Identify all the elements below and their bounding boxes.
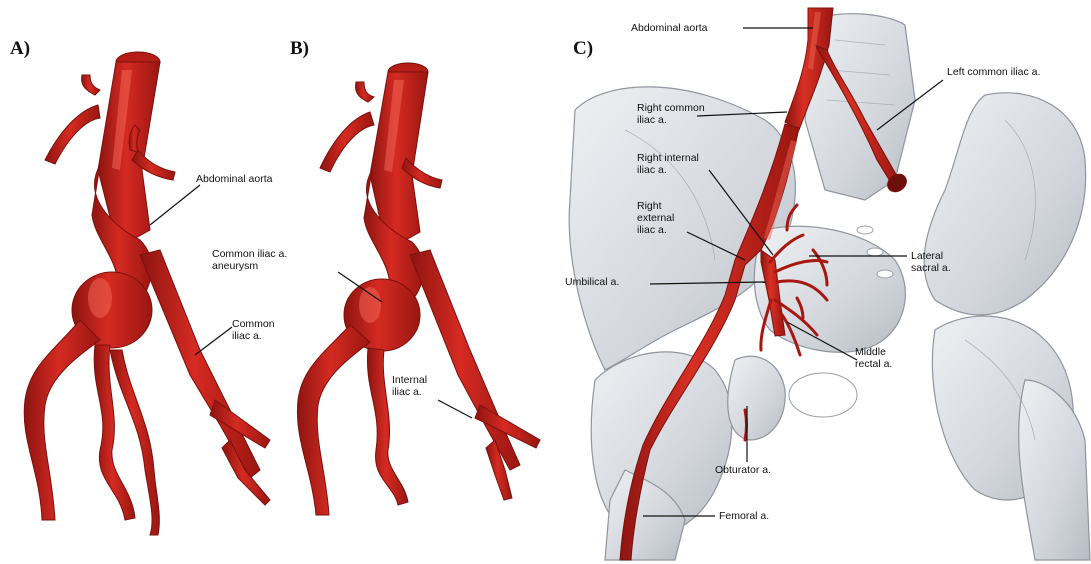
- label-common-iliac-a: Common iliac a.: [232, 318, 290, 342]
- label-right-common-iliac: Right common iliac a.: [637, 102, 705, 126]
- aorta-model-a: [24, 52, 270, 535]
- label-obturator: Obturator a.: [715, 464, 771, 476]
- label-abdominal-aorta-a: Abdominal aorta: [196, 173, 272, 185]
- panel-b: B): [290, 0, 560, 564]
- panel-c: C) Abdominal aorta Left common iliac a. …: [565, 0, 1091, 564]
- aorta-model-b: [297, 63, 540, 515]
- panel-a: A): [0, 0, 290, 564]
- pelvis-anatomy-illustration: [565, 0, 1091, 564]
- label-left-common-iliac: Left common iliac a.: [947, 66, 1040, 78]
- panel-b-aneurysm-model: [290, 0, 560, 564]
- panel-a-aneurysm-model: [0, 0, 290, 564]
- label-abdominal-aorta-c: Abdominal aorta: [631, 22, 707, 34]
- label-right-internal-iliac: Right internal iliac a.: [637, 152, 699, 176]
- pelvis-bones: [569, 14, 1090, 560]
- label-lateral-sacral: Lateral sacral a.: [911, 250, 951, 274]
- label-common-iliac-aneurysm: Common iliac a. aneurysm: [212, 248, 287, 272]
- label-right-external-iliac: Right external iliac a.: [637, 200, 674, 236]
- label-internal-iliac: Internal iliac a.: [392, 374, 427, 398]
- label-femoral: Femoral a.: [719, 510, 769, 522]
- label-umbilical: Umbilical a.: [565, 276, 619, 288]
- panel-c-letter: C): [573, 38, 593, 60]
- label-middle-rectal: Middle rectal a.: [855, 346, 892, 370]
